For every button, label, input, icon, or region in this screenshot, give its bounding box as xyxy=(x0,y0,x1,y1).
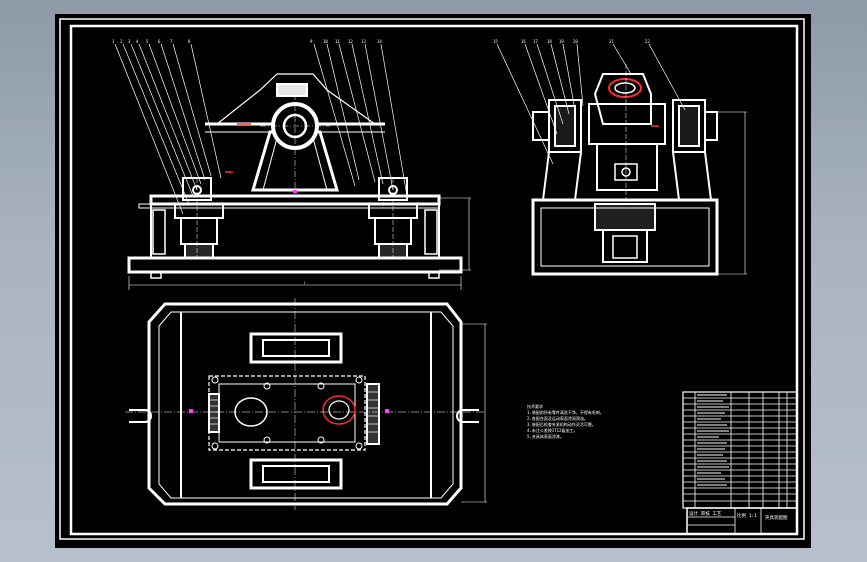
balloon-16: 16 xyxy=(521,39,526,44)
balloon-8: 8 xyxy=(188,39,191,44)
side-view: 15 16 17 18 19 20 21 22 xyxy=(493,39,747,276)
drawing-title: 夹具装配图 xyxy=(765,514,788,521)
balloon-22: 22 xyxy=(645,39,650,44)
balloon-14: 14 xyxy=(377,39,382,44)
balloon-17: 17 xyxy=(533,39,538,44)
title-block: 设计 审核 工艺 比例 1:1 夹具装配图 xyxy=(686,507,798,535)
sheet-inner-border xyxy=(69,24,799,536)
front-left-clamp xyxy=(174,177,224,259)
notes-line-2: 2.各配合面及运动表面涂润滑油。 xyxy=(527,415,588,421)
notes-line-1: 1.装配前所有零件清洗干净，不得有毛刺。 xyxy=(527,409,604,415)
balloon-7: 7 xyxy=(170,39,173,44)
front-view-balloons: 1 2 3 4 5 6 7 8 9 10 11 12 13 14 xyxy=(112,39,382,44)
balloon-11: 11 xyxy=(335,39,340,44)
side-right-clamp xyxy=(672,99,718,201)
side-view-balloons: 15 16 17 18 19 20 21 22 xyxy=(493,39,650,44)
technical-notes: 技术要求 1.装配前所有零件清洗干净，不得有毛刺。 2.各配合面及运动表面涂润滑… xyxy=(527,403,604,439)
balloon-21: 21 xyxy=(609,39,614,44)
notes-line-4: 4.未注公差按IT12级加工。 xyxy=(527,427,577,433)
balloon-2: 2 xyxy=(120,39,123,44)
front-right-clamp xyxy=(368,177,418,259)
balloon-10: 10 xyxy=(323,39,328,44)
balloon-5: 5 xyxy=(146,39,149,44)
front-dimension-label: ⅰ xyxy=(304,280,305,285)
balloon-1: 1 xyxy=(112,39,115,44)
notes-line-3: 3.装配后检查夹紧机构动作灵活可靠。 xyxy=(527,421,596,427)
balloon-13: 13 xyxy=(361,39,366,44)
balloon-4: 4 xyxy=(136,39,139,44)
balloon-6: 6 xyxy=(158,39,161,44)
front-view-leaders xyxy=(114,43,408,215)
cad-drawing: 1 2 3 4 5 6 7 8 9 10 11 12 13 14 xyxy=(59,18,805,540)
balloon-12: 12 xyxy=(348,39,353,44)
balloon-15: 15 xyxy=(493,39,498,44)
title-block-left-caption: 设计 审核 工艺 xyxy=(689,510,722,517)
balloon-9: 9 xyxy=(310,39,313,44)
top-view xyxy=(125,298,487,510)
notes-line-5: 5.夹具体表面涂漆。 xyxy=(527,433,564,439)
notes-heading: 技术要求 xyxy=(527,403,543,409)
sheet-outer-border xyxy=(59,18,805,540)
balloon-20: 20 xyxy=(573,39,578,44)
parts-list xyxy=(682,391,798,509)
title-block-mid-caption: 比例 1:1 xyxy=(737,512,757,519)
balloon-18: 18 xyxy=(547,39,552,44)
cad-viewport[interactable]: 1 2 3 4 5 6 7 8 9 10 11 12 13 14 xyxy=(55,14,811,548)
balloon-19: 19 xyxy=(559,39,564,44)
balloon-3: 3 xyxy=(128,39,131,44)
front-view: 1 2 3 4 5 6 7 8 9 10 11 12 13 14 xyxy=(112,39,471,290)
side-left-clamp xyxy=(532,99,582,201)
